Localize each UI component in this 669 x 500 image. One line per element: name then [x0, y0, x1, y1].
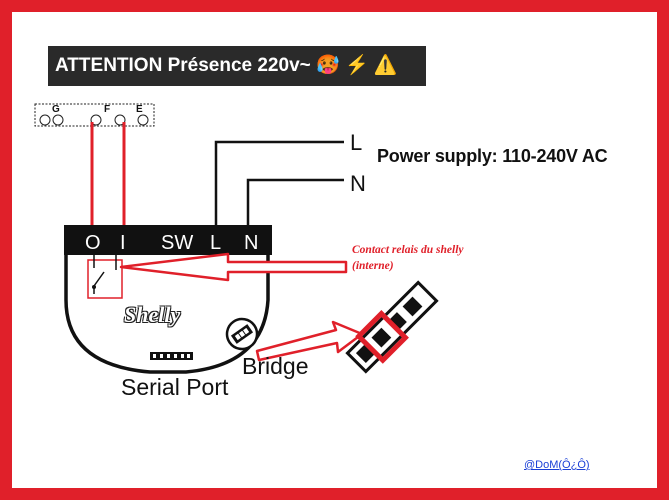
relay-box [87, 259, 123, 299]
header-label-g: G [52, 104, 60, 115]
terminal-hole [39, 114, 51, 126]
power-supply-label: Power supply: 110-240V AC [377, 146, 608, 166]
relay-arrow [119, 252, 348, 282]
terminal-bar [64, 225, 272, 255]
terminal-hole [137, 114, 149, 126]
warning-banner: ATTENTION Présence 220v~ 🥵 ⚡ ⚠️ [48, 46, 426, 86]
serial-port-pins [150, 352, 193, 360]
relay-switch-blade [93, 271, 105, 287]
terminal-label-sw: SW [161, 232, 194, 254]
banner-text: ATTENTION Présence 220v~ [55, 55, 311, 76]
header-label-f: F [104, 104, 111, 115]
relay-pivot [92, 285, 96, 289]
supply-label-l: L [350, 130, 363, 155]
bridge-jumper-zoom [345, 280, 439, 374]
relay-annotation-line2: (interne) [352, 260, 394, 272]
signature-link[interactable]: @DoM(Ô¿Ô) [524, 459, 590, 471]
relay-annotation-line1: Contact relais du shelly [352, 244, 464, 256]
shelly-logo: Shelly [124, 302, 181, 327]
wire-neutral-n [246, 178, 344, 226]
serial-port-label: Serial Port [121, 374, 229, 400]
bridge-label: Bridge [242, 353, 309, 379]
shelly-device-body [64, 252, 270, 374]
relay-annotation: Contact relais du shelly (interne) [352, 242, 464, 274]
warning-emoji-icons: 🥵 ⚡ ⚠️ [316, 55, 398, 76]
header-label-e: E [136, 104, 143, 115]
wire-line-l [214, 140, 344, 226]
bridge-connector [225, 317, 259, 351]
bridge-arrow [255, 320, 364, 362]
terminal-label-i: I [120, 232, 126, 254]
supply-label-n: N [350, 171, 366, 196]
terminal-label-l: L [210, 232, 222, 254]
terminal-label-n: N [244, 232, 259, 254]
terminal-label-o: O [85, 232, 101, 254]
terminal-hole [52, 114, 64, 126]
